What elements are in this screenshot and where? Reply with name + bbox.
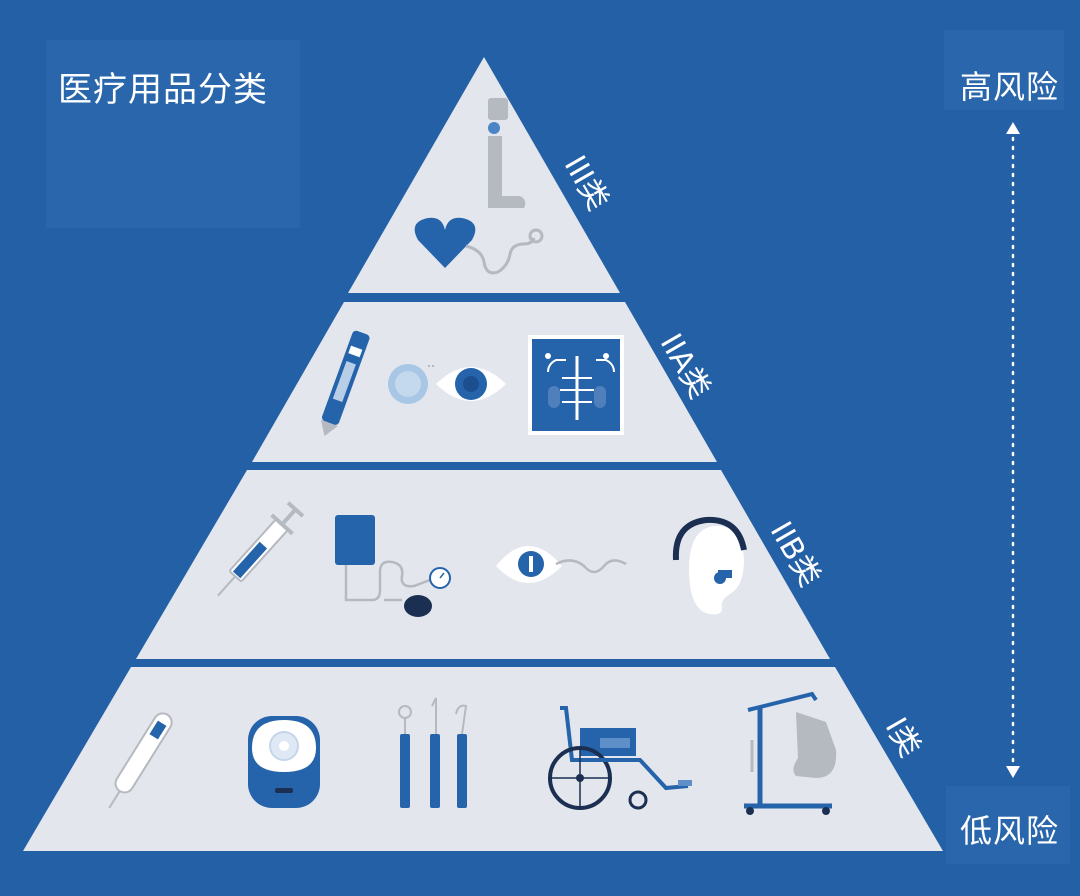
xray-film-icon	[528, 335, 624, 435]
dental-tools-icon	[398, 697, 468, 808]
risk-high-panel	[944, 30, 1064, 110]
thermometer-icon	[108, 712, 173, 809]
blood-pressure-monitor-icon	[335, 515, 451, 617]
hearing-aid-icon	[672, 516, 747, 615]
heart-pacemaker-icon	[414, 217, 544, 275]
eye-icon	[428, 365, 506, 401]
high-risk-label: 高风险	[960, 68, 1060, 106]
syringe-icon	[217, 501, 305, 597]
low-risk-label: 低风险	[960, 812, 1060, 850]
patient-lift-icon	[744, 691, 837, 815]
risk-arrow	[1006, 122, 1020, 778]
insulin-pen-icon	[320, 330, 370, 437]
prosthetic-leg-icon	[488, 98, 526, 208]
eye-implant-icon	[496, 546, 627, 583]
tier-iib-band	[136, 470, 830, 659]
contact-lens-icon	[388, 364, 428, 404]
ostomy-bag-icon	[248, 716, 320, 808]
title-panel	[46, 40, 300, 228]
tier-i-band	[23, 667, 943, 851]
risk-low-panel	[946, 786, 1070, 864]
diagram-title: 医疗用品分类	[58, 70, 268, 110]
wheelchair-icon	[548, 706, 692, 810]
